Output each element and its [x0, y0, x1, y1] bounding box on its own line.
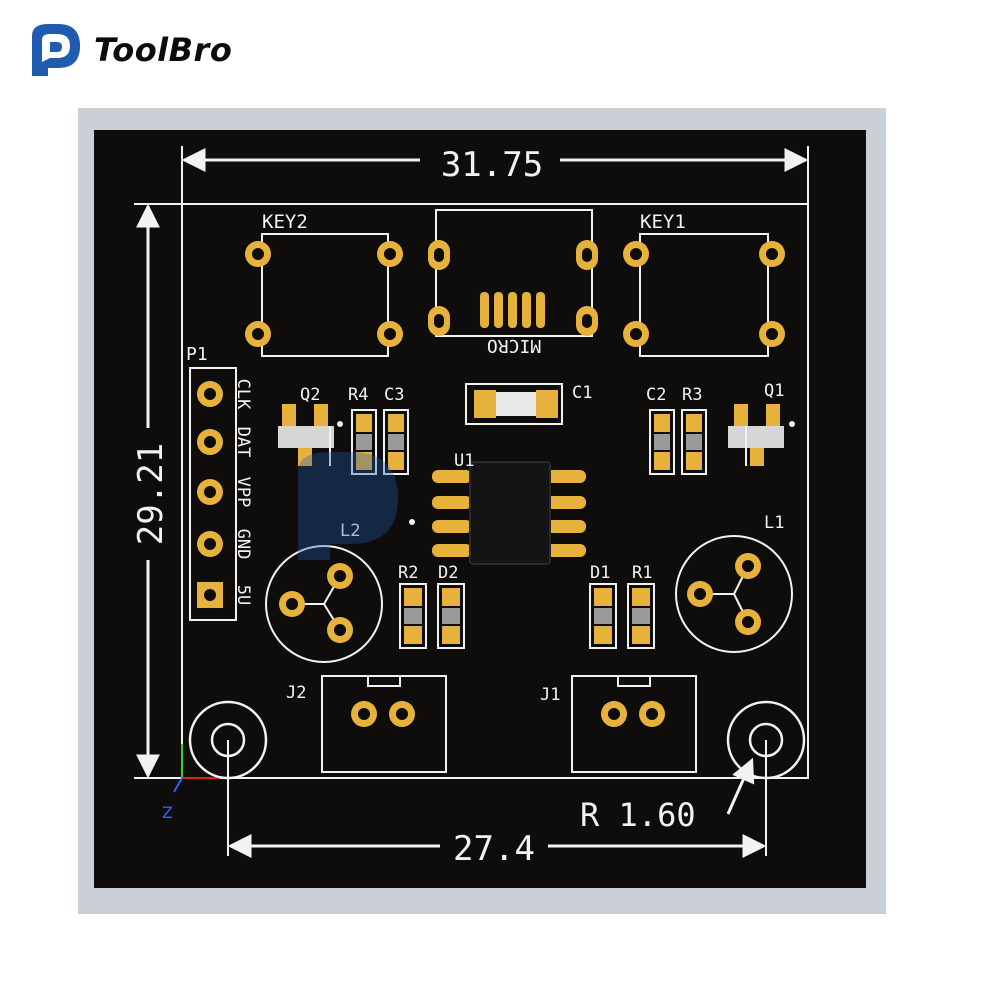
d2-label: D2 [438, 563, 458, 583]
mounting-hole-right [726, 700, 806, 780]
axis-label: Z [162, 803, 173, 822]
q2-label: Q2 [300, 385, 320, 405]
c2-label: C2 [646, 385, 666, 405]
l2-label: L2 [340, 521, 360, 541]
c3-capacitor: C3 [383, 385, 409, 475]
r2-label: R2 [398, 563, 418, 583]
r3-label: R3 [682, 385, 702, 405]
pin-label-dat: DAT [233, 427, 253, 458]
hole-spacing-label: 27.4 [453, 829, 535, 869]
height-dimension: 29.21 [131, 203, 182, 779]
micro-label: MICRO [487, 335, 541, 356]
d2-diode: D2 [437, 563, 465, 649]
c1-label: C1 [572, 383, 592, 403]
c3-label: C3 [384, 385, 404, 405]
hole-spacing-dimension: 27.4 [227, 740, 767, 869]
radius-callout: R 1.60 [580, 757, 755, 834]
r4-label: R4 [348, 385, 368, 405]
watermark-logo-icon [298, 452, 398, 560]
height-label: 29.21 [131, 443, 171, 545]
width-label: 31.75 [441, 145, 543, 185]
d1-diode: D1 [589, 563, 617, 649]
brand-name: ToolBro [94, 31, 233, 69]
d1-label: D1 [590, 563, 610, 583]
q1-transistor: Q1 [728, 381, 795, 466]
mounting-hole-left [188, 700, 268, 780]
l2-inductor: L2 [265, 521, 383, 663]
axis-indicator: Z [162, 744, 220, 822]
board-outline [181, 203, 809, 779]
q2-transistor: Q2 [278, 385, 343, 466]
j2-label: J2 [286, 683, 306, 703]
u1-ic: U1 [409, 451, 586, 565]
pin-label-clk: CLK [233, 379, 253, 410]
pin-label-vpp: VPP [233, 477, 253, 508]
r4-resistor: R4 [348, 385, 377, 475]
radius-label: R 1.60 [580, 796, 696, 834]
r1-resistor: R1 [627, 563, 655, 649]
c2-capacitor: C2 [646, 385, 675, 475]
j1-label: J1 [540, 685, 560, 705]
pin-label-gnd: GND [233, 529, 253, 560]
r1-label: R1 [632, 563, 652, 583]
p1-label: P1 [186, 344, 208, 365]
key1-label: KEY1 [640, 211, 686, 233]
j2-connector: J2 [286, 675, 447, 773]
j1-connector: J1 [540, 675, 697, 773]
key1-switch: KEY1 [623, 211, 785, 357]
l1-inductor: L1 [675, 513, 793, 653]
u1-label: U1 [454, 451, 474, 471]
brand-logo: ToolBro [22, 18, 232, 82]
key2-label: KEY2 [262, 211, 308, 233]
p1-header: P1 CLK DAT VPP GND 5U [186, 344, 253, 621]
c1-capacitor: C1 [465, 383, 592, 425]
key2-switch: KEY2 [245, 211, 403, 357]
pin-label-5u: 5U [233, 585, 253, 605]
micro-usb-connector: MICRO [428, 209, 598, 356]
toolbro-p-logo-icon [32, 24, 80, 76]
width-dimension: 31.75 [181, 145, 809, 204]
q1-label: Q1 [764, 381, 784, 401]
r3-resistor: R3 [681, 385, 707, 475]
l1-label: L1 [764, 513, 784, 533]
r2-resistor: R2 [398, 563, 427, 649]
